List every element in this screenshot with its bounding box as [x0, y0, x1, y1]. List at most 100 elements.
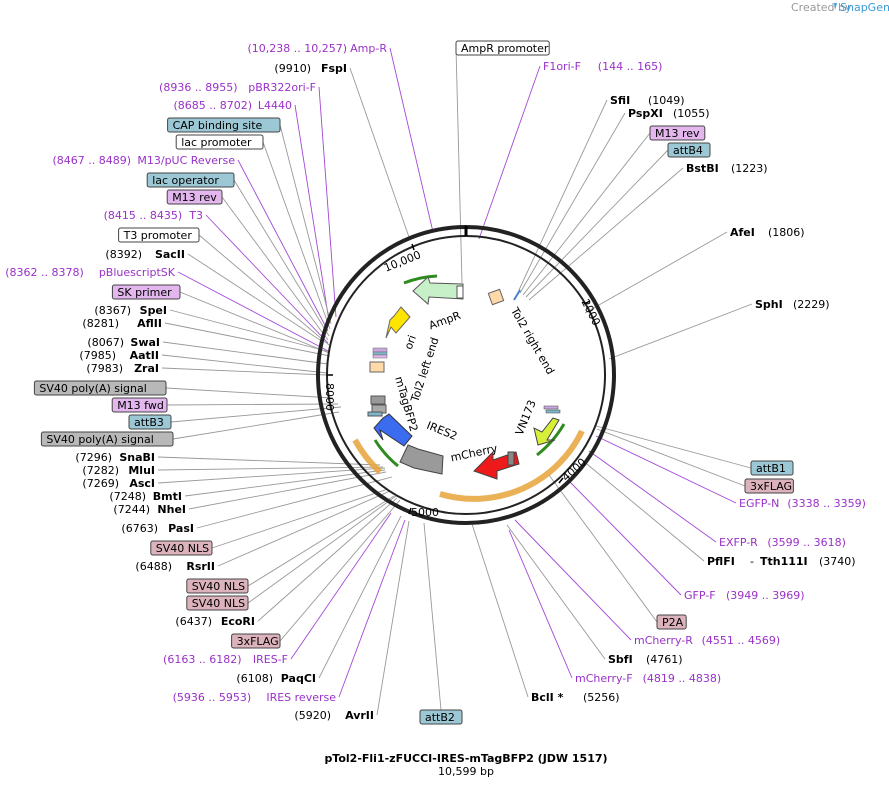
ampr-feature[interactable]	[412, 276, 464, 305]
orf-left-arc	[352, 438, 383, 475]
primer-l4440: L4440	[258, 99, 292, 112]
created-by-text: Created by	[791, 1, 852, 14]
feature-attb3[interactable]: attB3	[128, 414, 172, 430]
primer-pos-pbluescriptsk: (8362 .. 8378)	[5, 266, 84, 279]
svg-text:CAP binding site: CAP binding site	[173, 119, 263, 132]
leader-pbluescriptsk	[177, 271, 331, 353]
leader-ecori	[257, 497, 398, 622]
feature-cap-binding-site[interactable]: CAP binding site	[167, 117, 281, 133]
feature-p2a[interactable]: P2A	[656, 614, 687, 630]
ori-feature[interactable]	[385, 306, 411, 339]
feature-attb4[interactable]: attB4	[667, 142, 711, 158]
leader-spei	[169, 309, 331, 353]
primer-amp-r: Amp-R	[350, 42, 387, 55]
svg-text:attB1: attB1	[756, 462, 786, 475]
enzyme-pos-avrii: (5920)	[294, 709, 331, 722]
leader-mcherry-r	[514, 519, 632, 641]
enzyme-pspxi: PspXI	[628, 107, 663, 120]
enzyme-pos-bcli: (5256)	[583, 691, 620, 704]
svg-text:M13 fwd: M13 fwd	[117, 399, 164, 412]
mcherry-feature[interactable]	[473, 450, 520, 480]
enzyme-swai: SwaI	[130, 336, 160, 349]
feature-t3-promoter[interactable]: T3 promoter	[118, 227, 200, 243]
svg-text:attB3: attB3	[134, 416, 164, 429]
enzyme-pos-pasi: (6763)	[121, 522, 158, 535]
orf-orange-arc	[439, 429, 585, 502]
tol2-left-end-feature[interactable]	[369, 361, 385, 373]
primer-pos-amp-r: (10,238 .. 10,257)	[247, 42, 347, 55]
enzyme-separator: -	[750, 555, 754, 568]
leader-attb2	[423, 522, 442, 711]
mtagbfp2-feature[interactable]	[373, 413, 413, 447]
tol2-right-end-feature[interactable]	[487, 288, 505, 306]
feature-lac-operator[interactable]: lac operator	[146, 172, 235, 188]
vn173-feature[interactable]	[533, 405, 561, 446]
leader-exfp-r	[588, 450, 717, 543]
leader-f1ori-f	[478, 65, 541, 240]
outer-labels: Amp-R(10,238 .. 10,257)FspI(9910)pBR322o…	[5, 40, 866, 725]
leader-sacii	[187, 253, 321, 341]
leader-m13-rev	[221, 196, 329, 341]
primer-pos-l4440: (8685 .. 8702)	[173, 99, 252, 112]
leader-fspi	[349, 67, 411, 241]
primer-pos-mcherry-r: (4551 .. 4569)	[702, 634, 781, 647]
primer-ires-reverse: IRES reverse	[266, 691, 336, 704]
svg-text:SV40 NLS: SV40 NLS	[156, 542, 209, 555]
ampr-direction-arc	[403, 274, 438, 285]
enzyme-aflii: AflII	[137, 317, 162, 330]
feature-lac-promoter[interactable]: lac promoter	[175, 134, 264, 150]
enzyme-afei: AfeI	[730, 226, 755, 239]
enzyme-rsrii: RsrII	[186, 560, 215, 573]
feature-sv40-nls[interactable]: SV40 NLS	[150, 540, 213, 556]
leader-zrai	[161, 367, 328, 376]
enzyme-snabi: SnaBI	[119, 451, 155, 464]
enzyme-bcli: BclI *	[531, 691, 564, 704]
leader-mlui	[157, 466, 384, 471]
leader-swai	[162, 341, 329, 365]
enzyme-sbfi: SbfI	[608, 653, 633, 666]
feature-ampr-promoter[interactable]: AmpR promoter	[455, 40, 550, 56]
feature-m13-fwd[interactable]: M13 fwd	[111, 397, 168, 413]
enzyme-pos-sbfi: (4761)	[646, 653, 683, 666]
leader-bcli	[470, 520, 529, 698]
leader-m13-fwd	[166, 403, 339, 406]
primer-egfp-n: EGFP-N	[739, 497, 779, 510]
feature-3xflag[interactable]: 3xFLAG	[231, 633, 281, 649]
feature-attb2[interactable]: attB2	[419, 709, 463, 725]
ires2-feature[interactable]	[399, 444, 444, 475]
leader-bstbi	[528, 167, 684, 301]
feature-attb1[interactable]: attB1	[750, 460, 794, 476]
attb4-mark	[513, 289, 521, 301]
svg-text:SV40 NLS: SV40 NLS	[192, 597, 245, 610]
leader-attb3	[170, 406, 342, 423]
primer-m13-puc-reverse: M13/pUC Reverse	[137, 154, 235, 167]
svg-text:P2A: P2A	[662, 616, 684, 629]
feature-sv40-poly-a-signal[interactable]: SV40 poly(A) signal	[33, 380, 167, 396]
primer-pos-exfp-r: (3599 .. 3618)	[767, 536, 846, 549]
primer-pos-f1ori-f: (144 .. 165)	[598, 60, 663, 73]
svg-text:T3 promoter: T3 promoter	[123, 229, 193, 242]
tol2-right-end-label: Tol2 right end	[507, 304, 556, 376]
feature-3xflag[interactable]: 3xFLAG	[744, 478, 794, 494]
svg-text:3xFLAG: 3xFLAG	[237, 635, 279, 648]
leader-m13-rev	[522, 132, 651, 296]
leader-rsrii	[217, 490, 391, 567]
enzyme-avrii: AvrII	[345, 709, 374, 722]
svg-text:SV40 NLS: SV40 NLS	[192, 580, 245, 593]
primer-pos-egfp-n: (3338 .. 3359)	[787, 497, 866, 510]
feature-m13-rev[interactable]: M13 rev	[649, 125, 706, 141]
leader-3xflag	[596, 428, 746, 487]
leader-asci	[157, 467, 386, 484]
feature-sk-primer[interactable]: SK primer	[111, 284, 181, 300]
enzyme-bmti: BmtI	[153, 490, 182, 503]
enzyme-pos-tth111i: (3740)	[819, 555, 856, 568]
feature-sv40-poly-a-signal[interactable]: SV40 poly(A) signal	[40, 431, 174, 447]
enzyme-pos-asci: (7269)	[82, 477, 119, 490]
enzyme-mlui: MluI	[128, 464, 155, 477]
feature-sv40-nls[interactable]: SV40 NLS	[186, 578, 249, 594]
enzyme-pos-snabi: (7296)	[75, 451, 112, 464]
svg-text:SK primer: SK primer	[117, 286, 172, 299]
feature-sv40-nls[interactable]: SV40 NLS	[186, 595, 249, 611]
feature-m13-rev[interactable]: M13 rev	[166, 189, 223, 205]
